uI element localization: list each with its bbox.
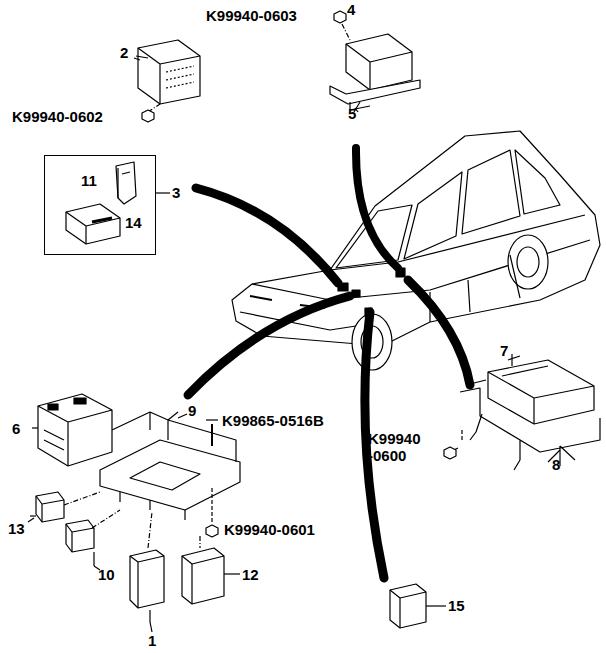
inset-box: 11 14: [44, 155, 156, 255]
callout-number: 7: [500, 342, 508, 359]
part-number: K99940-0601: [224, 521, 315, 538]
control-module: [136, 40, 200, 112]
callout-number: 10: [98, 566, 115, 583]
callout-number: 6: [12, 420, 20, 437]
callout-number: 14: [125, 214, 142, 231]
mounting-bracket: [100, 412, 240, 537]
airbag-module: [444, 354, 600, 470]
callout-number: 11: [81, 172, 97, 189]
part-number: K99940-0602: [12, 108, 103, 125]
leader-line: [28, 17, 560, 632]
part-number: K99865-0516B: [222, 412, 324, 429]
nut: [142, 110, 154, 122]
callout-number: 2: [120, 44, 128, 61]
location-pointer: [188, 148, 470, 578]
callout-number: 8: [552, 456, 560, 473]
callout-number: 3: [172, 184, 180, 201]
callout-number: 15: [448, 597, 465, 614]
relay-module: [330, 11, 420, 112]
relay-box: [32, 394, 112, 466]
callout-number: 12: [242, 566, 259, 583]
callout-number: 13: [8, 520, 25, 537]
connector-and-clip: [66, 162, 170, 244]
callout-number: 4: [347, 1, 355, 18]
car-outline: [232, 131, 600, 370]
relay: [390, 584, 446, 628]
callout-number: 1: [148, 632, 156, 649]
relay: [30, 492, 240, 622]
callout-number: 9: [188, 402, 196, 419]
part-number: K99940 -0600: [368, 430, 430, 465]
callout-number: 5: [348, 105, 356, 122]
part-number: K99940-0603: [206, 7, 297, 24]
